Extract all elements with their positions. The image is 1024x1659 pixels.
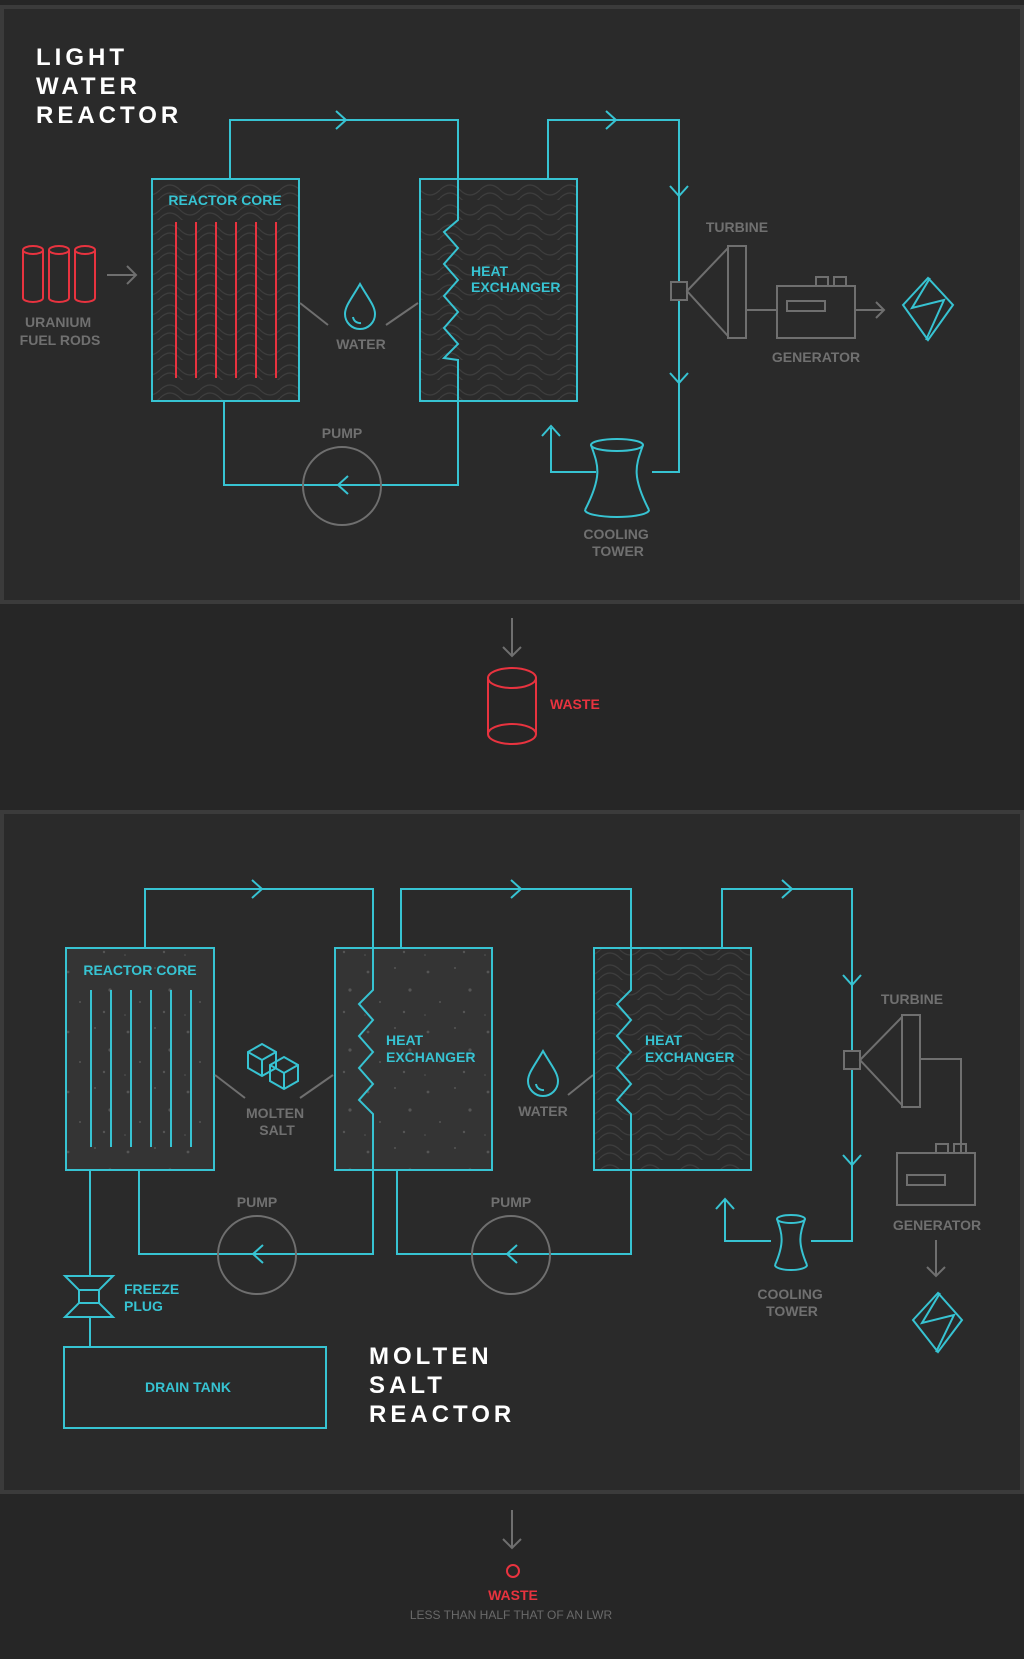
arrow-down-icon: [502, 1510, 522, 1550]
msr-heat-exchanger-2-label: HEAT EXCHANGER: [645, 1032, 734, 1065]
msr-heat-exchanger-1-label: HEAT EXCHANGER: [386, 1032, 475, 1065]
freeze-plug-label: FREEZE PLUG: [124, 1281, 183, 1314]
lwr-turbine-label: TURBINE: [706, 219, 768, 235]
water-drop-icon: [526, 1048, 560, 1097]
lwr-heat-exchanger-label: HEAT EXCHANGER: [471, 263, 560, 295]
msr-secondary-loop: [396, 888, 633, 1255]
flow-arrow-icon: [842, 974, 862, 987]
flow-arrow-icon: [669, 185, 689, 198]
arrow-down-icon: [926, 1240, 946, 1278]
lwr-reactor-core-label: REACTOR CORE: [168, 192, 281, 208]
msr-pump-2-label: PUMP: [491, 1194, 531, 1210]
msr-waste-note: LESS THAN HALF THAT OF AN LWR: [410, 1608, 613, 1622]
uranium-fuel-rods-icon: [22, 245, 96, 303]
molten-salt-label: MOLTEN SALT: [246, 1105, 308, 1138]
lwr-water-label: WATER: [336, 336, 386, 352]
msr-generator-icon: [896, 1143, 976, 1206]
control-rods: [175, 222, 277, 378]
generator-icon: [776, 276, 856, 339]
flow-arrow-icon: [251, 879, 264, 899]
lwr-pump-icon: [302, 446, 382, 526]
msr-cooling-tower-icon: [774, 1214, 808, 1271]
electricity-bolt-icon: [911, 1291, 964, 1354]
flow-arrow-icon: [541, 424, 561, 437]
flow-arrow-icon: [505, 1244, 518, 1264]
msr-pump-2-icon: [471, 1215, 551, 1295]
lwr-generator-label: GENERATOR: [772, 349, 860, 365]
lwr-waste-label: WASTE: [550, 696, 600, 712]
flow-arrow-icon: [336, 475, 349, 495]
molten-salt-cubes-icon: [247, 1042, 299, 1091]
fuel-rods-label: URANIUM FUEL RODS: [20, 314, 101, 348]
arrow-right-icon: [107, 265, 138, 285]
shaft-line: [920, 1058, 962, 1153]
flow-arrow-icon: [251, 1244, 264, 1264]
msr-pump-1-icon: [217, 1215, 297, 1295]
msr-pump-1-label: PUMP: [237, 1194, 277, 1210]
flow-arrow-icon: [842, 1154, 862, 1167]
msr-waste-icon: [506, 1564, 520, 1578]
msr-turbine-label: TURBINE: [881, 991, 943, 1007]
msr-title: MOLTEN SALT REACTOR: [369, 1343, 515, 1428]
lwr-cooling-tower-label: COOLING TOWER: [583, 526, 652, 559]
flow-arrow-icon: [669, 372, 689, 385]
lwr-secondary-loop: [547, 119, 680, 473]
lwr-title: LIGHT WATER REACTOR: [36, 44, 182, 129]
drain-tank-label: DRAIN TANK: [145, 1379, 231, 1395]
msr-waste-label: WASTE: [488, 1587, 538, 1603]
flow-arrow-icon: [335, 110, 348, 130]
flow-arrow-icon: [605, 110, 618, 130]
msr-generator-label: GENERATOR: [893, 1217, 981, 1233]
lwr-cooling-tower-icon: [584, 438, 650, 518]
fuel-channels: [90, 990, 192, 1147]
freeze-plug-valve-icon: [62, 1275, 116, 1318]
lwr-waste-barrel-icon: [487, 667, 537, 745]
turbine-icon: [670, 245, 747, 339]
msr-tertiary-loop: [721, 888, 853, 1242]
drain-tank: [63, 1346, 327, 1429]
lwr-primary-loop: [223, 119, 460, 486]
flow-arrow-icon: [715, 1197, 735, 1210]
msr-cooling-tower-label: COOLING TOWER: [757, 1286, 826, 1319]
lwr-pump-label: PUMP: [322, 425, 362, 441]
arrow-right-icon: [855, 301, 886, 319]
arrow-down-icon: [502, 618, 522, 658]
msr-water-label: WATER: [518, 1103, 568, 1119]
water-drop-icon: [343, 281, 377, 330]
msr-turbine-icon: [843, 1014, 921, 1108]
flow-arrow-icon: [510, 879, 523, 899]
flow-arrow-icon: [781, 879, 794, 899]
msr-primary-loop: [138, 888, 375, 1255]
msr-reactor-core-label: REACTOR CORE: [83, 962, 196, 978]
electricity-bolt-icon: [901, 276, 955, 342]
